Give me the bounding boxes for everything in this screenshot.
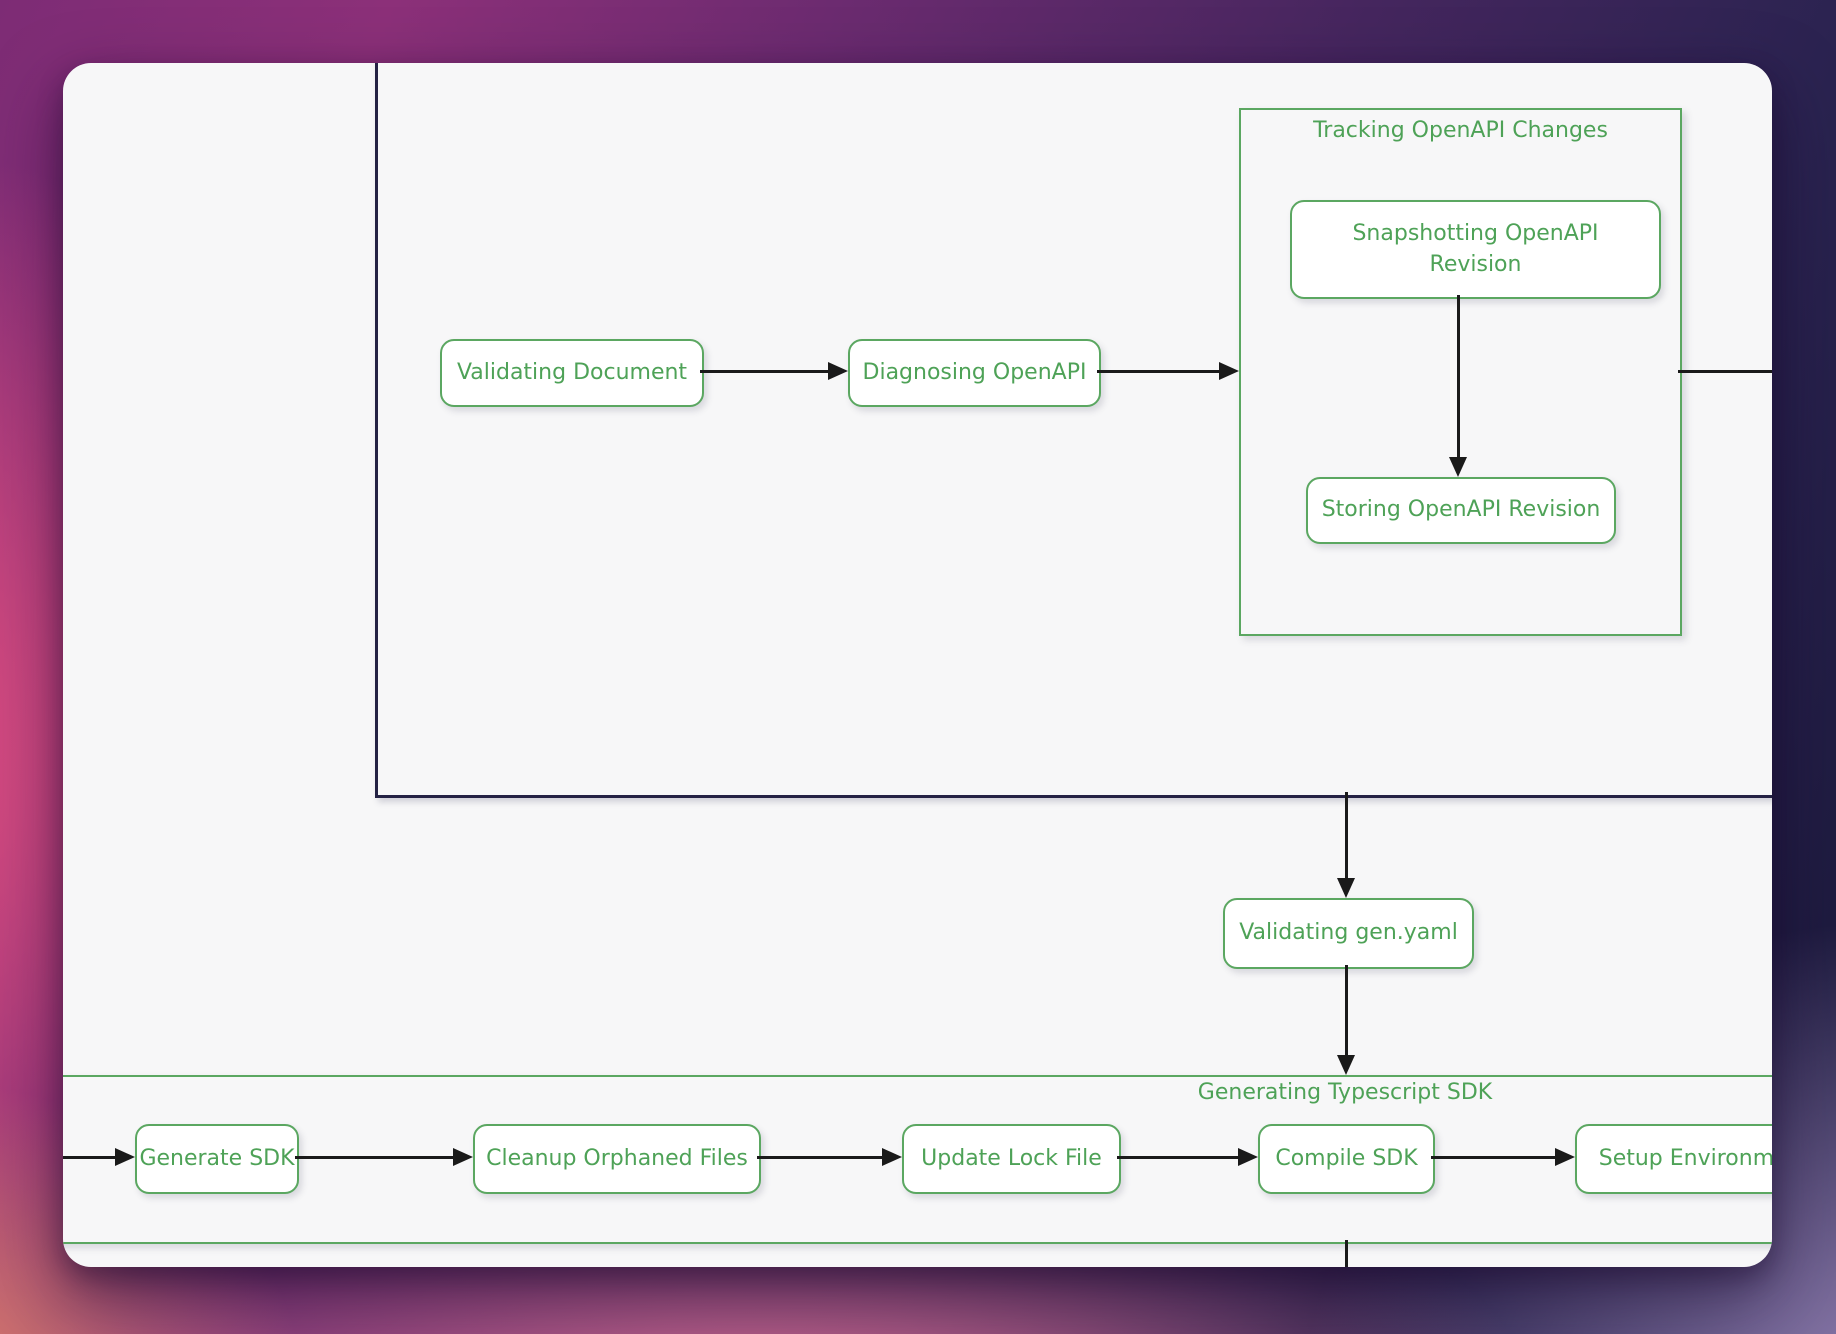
arrowhead-e11 (1555, 1148, 1575, 1166)
edge-e3 (1456, 295, 1460, 460)
arrowhead-e9 (882, 1148, 902, 1166)
edge-e10 (1117, 1155, 1241, 1159)
edge-e7 (63, 1155, 118, 1159)
node-update-lock-file: Update Lock File (902, 1124, 1121, 1194)
node-storing-openapi-revision: Storing OpenAPI Revision (1306, 477, 1616, 544)
edge-e4 (1678, 369, 1772, 373)
edge-e6 (1344, 965, 1348, 1058)
arrowhead-e2 (1219, 362, 1239, 380)
generating-subgraph (63, 1075, 1772, 1244)
edge-e8 (295, 1155, 456, 1159)
arrowhead-e6 (1337, 1055, 1355, 1075)
arrowhead-e8 (453, 1148, 473, 1166)
node-generate-sdk: Generate SDK (135, 1124, 299, 1194)
node-diagnosing-openapi: Diagnosing OpenAPI (848, 339, 1101, 407)
node-snapshotting-openapi-revision: Snapshotting OpenAPI Revision (1290, 200, 1661, 299)
arrowhead-e1 (828, 362, 848, 380)
edge-e12 (1344, 1240, 1348, 1267)
arrowhead-e3 (1449, 457, 1467, 477)
edge-e5 (1344, 792, 1348, 881)
edge-e9 (757, 1155, 885, 1159)
outer-frame (375, 63, 1772, 798)
diagram-card: Tracking OpenAPI Changes Generating Type… (63, 63, 1772, 1267)
node-setup-environment: Setup Environment (1575, 1124, 1772, 1194)
tracking-subgraph: Tracking OpenAPI Changes (1239, 108, 1682, 636)
node-compile-sdk: Compile SDK (1258, 1124, 1435, 1194)
node-validating-gen-yaml: Validating gen.yaml (1223, 898, 1474, 969)
edge-e11 (1431, 1155, 1558, 1159)
edge-e1 (700, 369, 831, 373)
arrowhead-e7 (115, 1148, 135, 1166)
node-validating-document: Validating Document (440, 339, 704, 407)
node-cleanup-orphaned-files: Cleanup Orphaned Files (473, 1124, 761, 1194)
generating-subgraph-title: Generating Typescript SDK (1197, 1080, 1493, 1105)
tracking-subgraph-title: Tracking OpenAPI Changes (1313, 118, 1608, 143)
edge-e2 (1097, 369, 1222, 373)
arrowhead-e5 (1337, 878, 1355, 898)
arrowhead-e10 (1238, 1148, 1258, 1166)
